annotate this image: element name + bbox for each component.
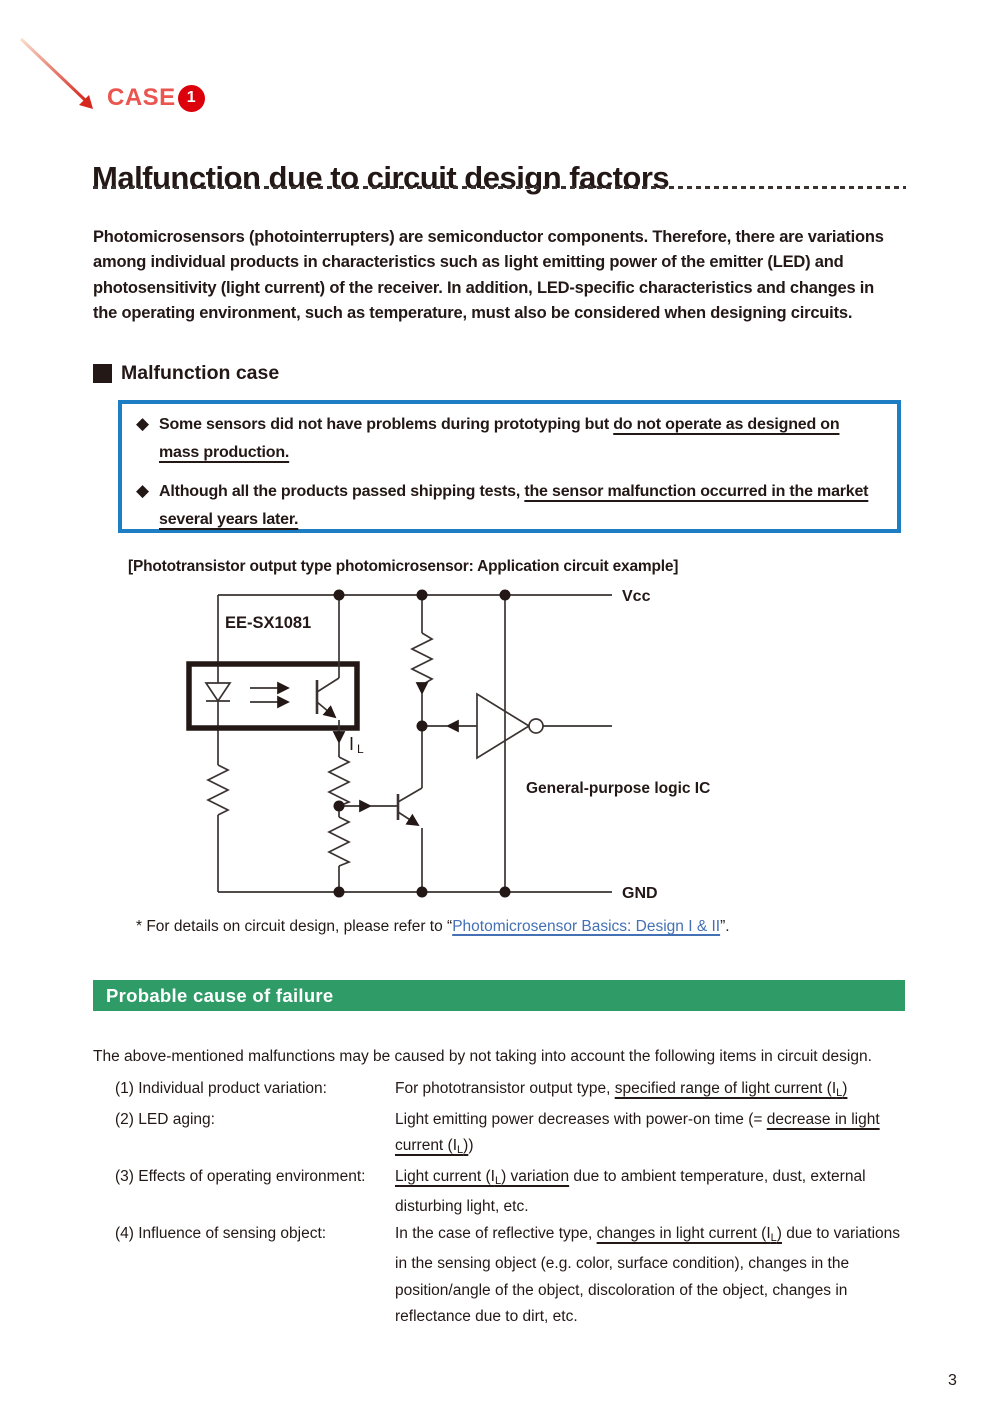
- junction-dot: [416, 589, 428, 601]
- bullet-underlined-text: the sensor malfunction occurred in the m…: [159, 483, 869, 528]
- page-title: Malfunction due to circuit design factor…: [92, 159, 670, 195]
- light-current-label: I: [349, 734, 354, 754]
- probable-cause-heading-label: Probable cause of failure: [106, 984, 334, 1006]
- junction-dot: [333, 886, 345, 898]
- inverter-bubble-icon: [528, 718, 544, 734]
- logic-ic-label: General-purpose logic IC: [526, 780, 710, 797]
- list-item: (1) Individual product variation: For ph…: [115, 1076, 905, 1107]
- resistor-pullup: [410, 632, 434, 686]
- bullet-underlined-text: do not operate as designed on mass produ…: [159, 416, 840, 461]
- list-item: (2) LED aging: Light emitting power decr…: [115, 1107, 905, 1164]
- light-current-label-sub: L: [357, 742, 364, 756]
- failure-cause-list: (1) Individual product variation: For ph…: [115, 1076, 905, 1331]
- circuit-caption: [Phototransistor output type photomicros…: [128, 558, 679, 575]
- case-badge: CASE 1: [107, 84, 205, 112]
- malfunction-case-heading: Malfunction case: [93, 362, 279, 385]
- junction-dot: [499, 589, 511, 601]
- sensor-part-number: EE-SX1081: [225, 614, 311, 632]
- list-item-desc: Light emitting power decreases with powe…: [395, 1110, 880, 1157]
- junction-dot: [499, 886, 511, 898]
- list-item-label: (2) LED aging:: [115, 1110, 215, 1128]
- list-item: (3) Effects of operating environment: Li…: [115, 1164, 905, 1221]
- junction-dot: [416, 886, 428, 898]
- bullet-text: Some sensors did not have problems durin…: [159, 416, 614, 433]
- list-item-desc: Light current (IL) variation due to ambi…: [395, 1167, 866, 1216]
- gnd-label: GND: [622, 885, 658, 902]
- vcc-label: Vcc: [622, 588, 651, 605]
- junction-dot: [333, 589, 345, 601]
- footnote-text: ”.: [720, 918, 730, 935]
- diamond-bullet-icon: ◆: [136, 481, 149, 500]
- case-number-icon: 1: [177, 84, 205, 112]
- resistor-emitter-top: [327, 756, 352, 807]
- dashed-divider: [93, 186, 906, 189]
- application-circuit-diagram: Vcc GND EE-SX1081 I L General-purpose lo…: [186, 588, 710, 902]
- list-item-desc: In the case of reflective type, changes …: [395, 1224, 900, 1326]
- list-item-label: (3) Effects of operating environment:: [115, 1167, 366, 1185]
- malfunction-case-box: ◆ Some sensors did not have problems dur…: [118, 400, 901, 533]
- photomicrosensor-basics-link[interactable]: Photomicrosensor Basics: Design I & II: [452, 918, 721, 935]
- list-item: (4) Influence of sensing object: In the …: [115, 1221, 905, 1331]
- list-item-label: (4) Influence of sensing object:: [115, 1224, 327, 1242]
- corner-arrow-decoration: [19, 37, 95, 112]
- intro-paragraph: Photomicrosensors (photointerrupters) ar…: [93, 227, 884, 323]
- probable-cause-heading: Probable cause of failure: [93, 980, 905, 1011]
- resistor-emitter-bottom: [327, 816, 352, 867]
- page-number: 3: [948, 1372, 957, 1389]
- section-marker-icon: [93, 364, 112, 383]
- list-item-label: (1) Individual product variation:: [115, 1080, 327, 1097]
- case-label: CASE: [107, 84, 176, 111]
- list-item-desc: For phototransistor output type, specifi…: [395, 1080, 848, 1099]
- junction-dot: [333, 800, 345, 812]
- junction-dot: [416, 720, 428, 732]
- malfunction-case-heading-label: Malfunction case: [121, 362, 280, 384]
- resistor-left: [206, 764, 230, 816]
- led-diode-symbol: [204, 682, 232, 703]
- case-bullet-2: ◆ Although all the products passed shipp…: [122, 478, 897, 534]
- bullet-text: Although all the products passed shippin…: [159, 483, 525, 500]
- circuit-footnote: * For details on circuit design, please …: [136, 918, 730, 936]
- footnote-text: * For details on circuit design, please …: [136, 918, 453, 935]
- case-bullet-1: ◆ Some sensors did not have problems dur…: [122, 411, 897, 467]
- diamond-bullet-icon: ◆: [136, 414, 149, 433]
- inverter-gate-symbol: [476, 692, 531, 760]
- failure-intro-paragraph: The above-mentioned malfunctions may be …: [93, 1047, 872, 1065]
- photomicrosensor-outline: [186, 661, 360, 731]
